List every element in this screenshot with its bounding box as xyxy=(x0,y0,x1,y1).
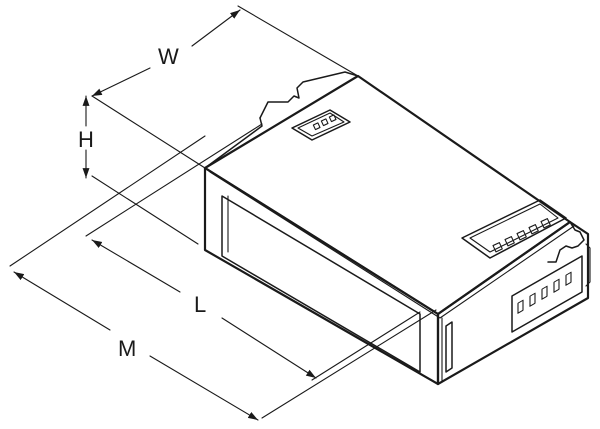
dim-label-w: W xyxy=(158,44,179,69)
dim-label-h: H xyxy=(78,127,94,152)
arrowhead-icon xyxy=(13,271,111,331)
dimension-height: H xyxy=(78,95,94,179)
dimension-mount: M xyxy=(13,271,259,421)
extension-lines xyxy=(9,5,437,419)
arrowhead-icon xyxy=(191,9,241,47)
box-top-front-edge-inner xyxy=(209,171,575,319)
arrowhead-icon xyxy=(221,317,317,379)
arrowhead-icon xyxy=(91,67,151,97)
dimension-length: L xyxy=(91,239,317,379)
ext-line-h-bottom xyxy=(91,175,199,245)
flange-left-edge xyxy=(204,117,263,169)
flange-back-edge xyxy=(259,71,359,119)
dip-switch-icon xyxy=(511,255,583,333)
dim-label-l: L xyxy=(194,292,206,317)
ext-line-l-bottom xyxy=(311,311,421,381)
ext-line-m-top xyxy=(9,135,206,267)
ext-line-m-bottom xyxy=(261,309,437,419)
dim-label-m: M xyxy=(118,336,136,361)
connector-icon xyxy=(291,109,351,141)
ext-line-l-top xyxy=(85,123,263,237)
end-face-slot xyxy=(445,321,453,373)
front-label-window xyxy=(221,195,421,373)
box-front-face xyxy=(203,166,440,386)
ext-line-w-right xyxy=(237,5,359,77)
arrowhead-icon xyxy=(91,239,181,293)
box-end-face xyxy=(436,220,590,386)
arrowhead-icon xyxy=(149,355,259,421)
dimension-width: W xyxy=(91,9,241,97)
flange-right-edge xyxy=(547,221,585,263)
box-body xyxy=(203,74,590,386)
connector-icon xyxy=(461,199,567,259)
ext-line-w-left xyxy=(91,95,206,169)
